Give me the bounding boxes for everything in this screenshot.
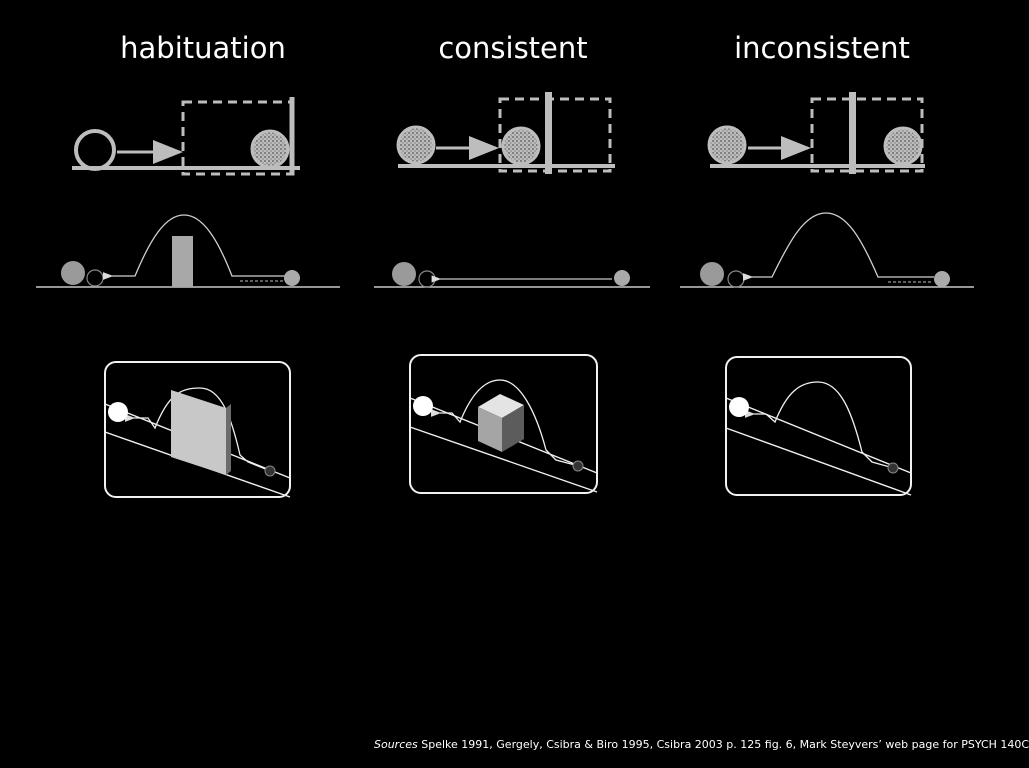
habituation-title: habituation	[120, 31, 286, 65]
sources-footer: Sources Spelke 1991, Gergely, Csibra & B…	[374, 737, 1029, 753]
consistent-jump-diagram	[374, 262, 650, 288]
habituation-jump-diagram	[36, 214, 340, 288]
habituation-ball-scene	[72, 97, 300, 176]
consistent-title: consistent	[438, 31, 588, 65]
consistent-ball-scene	[396, 92, 615, 174]
inconsistent-panel	[725, 356, 912, 496]
inconsistent-ball-scene	[707, 92, 925, 174]
consistent-panel	[409, 354, 598, 494]
sources-text: Spelke 1991, Gergely, Csibra & Biro 1995…	[421, 738, 1029, 751]
inconsistent-title: inconsistent	[734, 31, 910, 65]
inconsistent-jump-diagram	[680, 212, 974, 288]
habituation-panel	[104, 361, 291, 498]
sources-label: Sources	[374, 738, 418, 751]
